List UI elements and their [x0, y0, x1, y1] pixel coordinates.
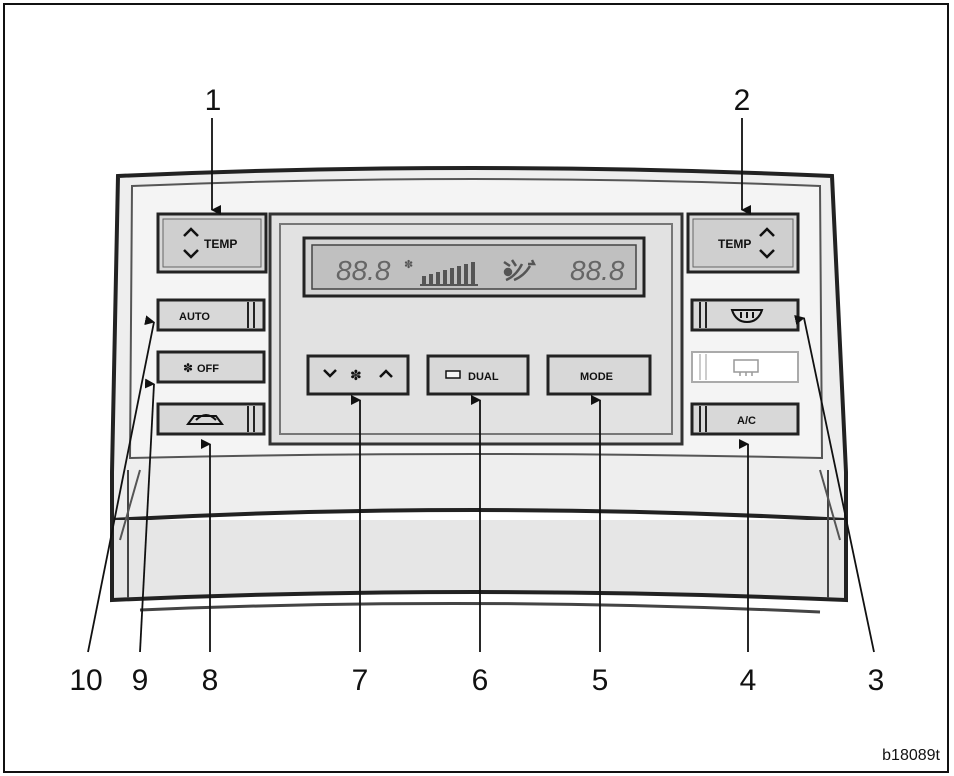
ac-button[interactable]: A/C — [690, 402, 800, 436]
mode-label: MODE — [580, 371, 613, 383]
chevron-up-icon — [379, 369, 393, 378]
chevron-down-icon — [759, 249, 775, 259]
temp-right-button[interactable]: TEMP — [686, 212, 800, 274]
callout-4: 4 — [740, 664, 757, 697]
rear-defogger-button[interactable] — [691, 351, 799, 383]
callout-10: 10 — [69, 664, 102, 697]
display-temp-left: 88.8 — [336, 255, 391, 286]
callout-5: 5 — [592, 664, 609, 697]
temp-left-button[interactable]: TEMP — [156, 212, 268, 274]
airflow-mode-icon — [503, 259, 537, 282]
chevron-up-icon — [759, 227, 775, 237]
callout-3: 3 — [868, 664, 885, 697]
chevron-up-icon — [183, 227, 199, 237]
off-label: OFF — [197, 363, 219, 375]
callout-9: 9 — [132, 664, 149, 697]
auto-label: AUTO — [179, 311, 210, 323]
recirculation-button[interactable] — [156, 402, 266, 436]
chevron-down-icon — [323, 369, 337, 378]
fan-off-button[interactable]: ✽ OFF — [156, 350, 266, 384]
dual-label: DUAL — [468, 371, 499, 383]
callout-leaders — [87, 118, 875, 653]
lcd-display: 88.8 88.8 ✽ — [302, 236, 646, 298]
figure-id: b18089t — [882, 747, 940, 764]
display-temp-right: 88.8 — [570, 255, 625, 286]
fan-icon: ✽ — [183, 361, 193, 375]
callout-numbers: 1 2 3 4 5 6 7 8 9 10 — [69, 84, 884, 697]
mode-button[interactable]: MODE — [546, 354, 652, 396]
temp-right-label: TEMP — [718, 237, 751, 251]
callout-8: 8 — [202, 664, 219, 697]
chevron-down-icon — [183, 249, 199, 259]
ac-label: A/C — [737, 415, 756, 427]
auto-button[interactable]: AUTO — [156, 298, 266, 332]
callout-2: 2 — [734, 84, 751, 117]
fan-icon: ✽ — [350, 367, 362, 383]
fan-speed-button[interactable]: ✽ — [306, 354, 410, 396]
indicator-light-icon — [445, 370, 461, 379]
fan-speed-bar-icon: ✽ — [404, 259, 478, 286]
temp-left-label: TEMP — [204, 237, 237, 251]
defroster-button[interactable] — [690, 298, 800, 332]
recirculation-icon — [186, 414, 224, 425]
rear-window-defog-icon — [733, 359, 759, 376]
svg-text:✽: ✽ — [404, 259, 413, 271]
callout-7: 7 — [352, 664, 369, 697]
windshield-defrost-icon — [730, 309, 764, 324]
callout-6: 6 — [472, 664, 489, 697]
dual-button[interactable]: DUAL — [426, 354, 530, 396]
callout-1: 1 — [205, 84, 222, 117]
